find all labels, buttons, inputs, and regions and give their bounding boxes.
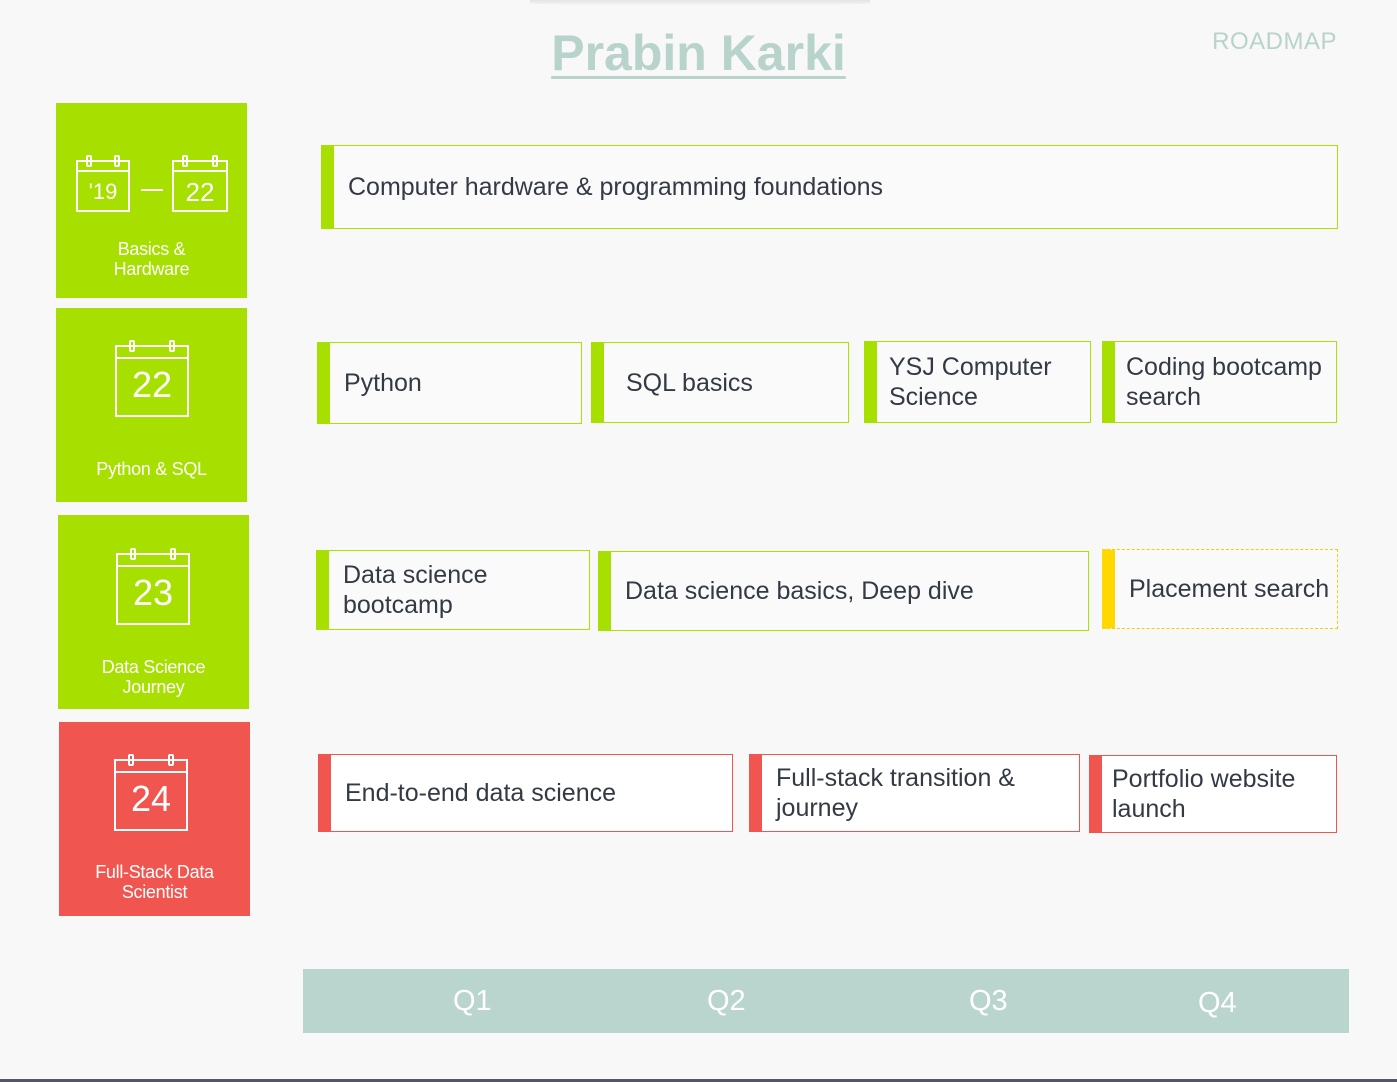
page-title: Prabin Karki [551,25,846,81]
quarter-label: Q3 [969,985,1008,1017]
bottom-border [0,1079,1397,1082]
task-label: Data science basics, Deep dive [625,577,974,605]
task-card: YSJ Computer Science [864,341,1091,423]
phase-label: Hardware [113,259,190,279]
task-card: Python [317,342,582,424]
phase-label: Python & SQL [96,459,207,479]
task-card: Data science basics, Deep dive [598,551,1089,631]
phase-python-sql: 22 Python & SQL [56,308,247,502]
calendar-year: 22 [131,364,173,405]
phase-label: Basics & [117,239,186,259]
calendar-end-year: 22 [185,177,215,207]
phase-label: Scientist [121,882,188,902]
phase-full-stack-data-scientist: 24 Full-Stack Data Scientist [59,722,250,916]
task-card: Data science bootcamp [316,550,590,630]
phase-data-science-journey: 23 Data Science Journey [58,515,249,709]
task-label: Coding bootcamp search [1126,353,1322,411]
task-card-pending: Placement search [1102,549,1338,629]
task-label: Computer hardware & programming foundati… [348,173,883,201]
task-card: Full-stack transition & journey [749,754,1080,832]
task-label: Data science bootcamp [343,561,488,619]
task-card: Coding bootcamp search [1102,341,1337,423]
quarter-axis: Q1 Q2 Q3 Q4 [303,969,1349,1033]
task-label: End-to-end data science [345,779,617,807]
task-label: Placement search [1129,575,1330,603]
dash-separator [141,189,163,191]
task-label: Portfolio website launch [1112,765,1296,823]
phase-basics-hardware: '19 22 Basics & Hardware [56,103,247,298]
calendar-icon: 22 [115,340,189,417]
calendar-icon: 22 [172,155,228,212]
task-label: SQL basics [626,368,753,397]
calendar-start-year: '19 [88,179,118,204]
task-label: YSJ Computer Science [889,353,1052,411]
quarter-label: Q2 [707,985,746,1017]
roadmap-tag: ROADMAP [1212,28,1337,55]
phase-label: Data Science [101,657,206,677]
task-card: Computer hardware & programming foundati… [321,145,1338,229]
calendar-year: 23 [132,572,174,613]
task-label: Python [344,369,422,397]
calendar-icon: 24 [114,754,188,831]
quarter-label: Q4 [1198,987,1237,1019]
task-label: Full-stack transition & journey [776,764,1015,822]
task-card: SQL basics [591,342,849,423]
calendar-year: 24 [130,778,172,819]
task-card: Portfolio website launch [1089,755,1337,833]
calendar-icon: '19 [76,155,130,212]
top-shadow [530,0,870,6]
phase-label: Journey [122,677,185,697]
task-card: End-to-end data science [318,754,733,832]
phase-label: Full-Stack Data [95,862,214,882]
quarter-label: Q1 [453,985,492,1017]
calendar-icon: 23 [116,548,190,625]
